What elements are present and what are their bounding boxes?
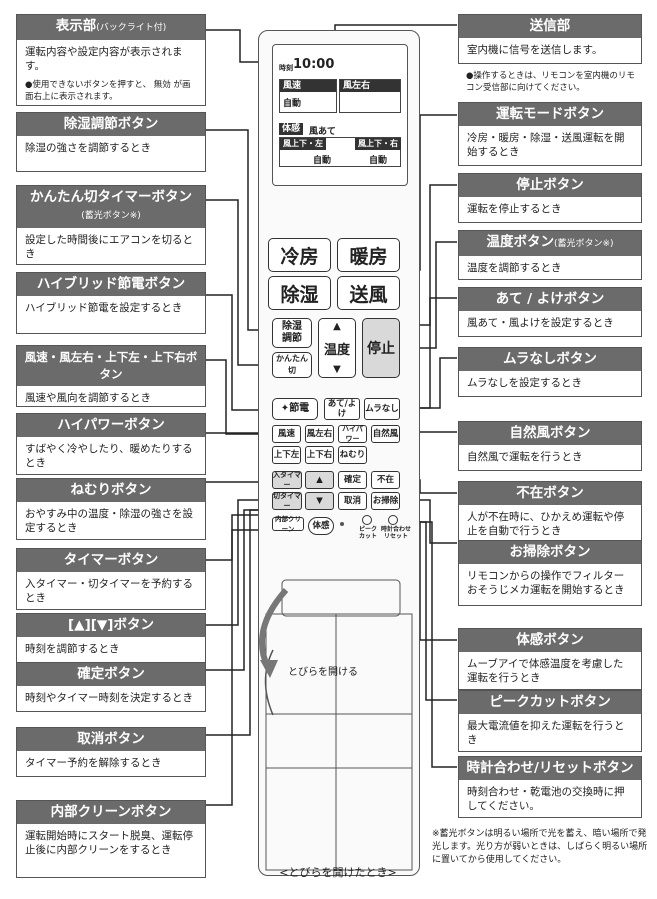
callout-clean: お掃除ボタン リモコンからの操作でフィルターおそうじメカ運転を開始するとき	[458, 540, 642, 606]
fan-button[interactable]: 送風	[337, 276, 400, 310]
footnote: ※蓄光ボタンは明るい場所で光を蓄え、暗い場所で発光します。光り方が弱いときは、し…	[432, 829, 648, 865]
lcd-auto-right: 自動	[369, 156, 388, 166]
lcd-kazeate: 風あて	[309, 127, 336, 137]
callout-transmitter: 送信部 室内機に信号を送信します。	[458, 14, 642, 64]
lcd-updown-right: 風上下・右	[355, 138, 401, 150]
lcd-fan-lr-box	[339, 79, 401, 113]
callout-display: 表示部(バックライト付) 運転内容や設定内容が表示されます。 ●使用できないボタ…	[16, 14, 206, 106]
lcd-time: 10:00	[293, 57, 335, 72]
sleep-button[interactable]: ねむり	[338, 446, 367, 464]
callout-ate: あて / よけボタン 風あて・風よけを設定するとき	[458, 287, 642, 337]
lcd-fan-lr: 風左右	[340, 80, 400, 92]
callout-cancel: 取消ボタン タイマー予約を解除するとき	[16, 727, 206, 777]
callout-peakcut: ピークカットボタン 最大電流値を抑えた運転を行うとき	[458, 690, 642, 752]
updown-right-button[interactable]: 上下右	[305, 446, 334, 464]
lcd-time-label: 時刻	[279, 64, 293, 72]
temp-up-icon[interactable]: ▲	[333, 321, 341, 332]
lcd-fan-speed: 風速	[280, 80, 336, 92]
callout-muranashi: ムラなしボタン ムラなしを設定するとき	[458, 347, 642, 397]
heat-button[interactable]: 暖房	[337, 238, 400, 272]
absent-button[interactable]: 不在	[371, 471, 400, 489]
lcd-fan-speed-value: 自動	[283, 99, 302, 109]
door-open-text: とびらを開ける	[288, 667, 358, 678]
cancel-button[interactable]: 取消	[338, 492, 367, 510]
lcd-taikan: 体感	[279, 123, 304, 135]
callout-timer: タイマーボタン 入タイマー・切タイマーを予約するとき	[16, 548, 206, 610]
callout-clock: 時計合わせ/リセットボタン 時刻合わせ・乾電池の交換時に押してください。	[458, 756, 642, 818]
callout-temp: 温度ボタン(蓄光ボタン※) 温度を調節するとき	[458, 230, 642, 280]
callout-wind: 風速・風左右・上下左・上下右ボタン 風速や風向を調節するとき	[16, 345, 206, 407]
easy-off-timer-button[interactable]: かんたん 切	[272, 352, 312, 378]
cool-button[interactable]: 冷房	[268, 238, 331, 272]
callout-easy-timer: かんたん切タイマーボタン(蓄光ボタン※) 設定した時間後にエアコンを切るとき	[16, 185, 206, 265]
up-button[interactable]: ▲	[305, 471, 334, 489]
callout-dehum: 除湿調節ボタン 除湿の強さを調節するとき	[16, 112, 206, 172]
dry-button[interactable]: 除湿	[268, 276, 331, 310]
callout-absent: 不在ボタン 人が不在時に、ひかえめ運転や停止を自動で行うとき	[458, 481, 642, 543]
callout-updown: [▲][▼]ボタン 時刻を調節するとき	[16, 613, 206, 663]
natural-wind-button[interactable]: 自然風	[371, 425, 400, 443]
confirm-button[interactable]: 確定	[338, 471, 367, 489]
dehum-adjust-button[interactable]: 除湿 調節	[272, 318, 312, 348]
callout-mode: 運転モードボタン 冷房・暖房・除湿・送風運転を開始するとき	[458, 102, 642, 166]
clean-button[interactable]: お掃除	[371, 492, 400, 510]
down-triangle-icon: ▼	[316, 496, 323, 506]
callout-highpower: ハイパワーボタン すばやく冷やしたり、暖めたりするとき	[16, 413, 206, 475]
fan-lr-button[interactable]: 風左右	[305, 425, 334, 443]
transmitter-note: ●操作するときは、リモコンを室内機のリモコン受信部に向けてください。	[466, 71, 635, 93]
callout-hybrid: ハイブリッド節電ボタン ハイブリッド節電を設定するとき	[16, 272, 206, 334]
peak-cut-label: ピーク カット	[358, 526, 377, 540]
stop-button[interactable]: 停止	[362, 318, 400, 378]
timer-on-button[interactable]: 入タイマー	[272, 471, 302, 489]
callout-inner-clean: 内部クリーンボタン 運転開始時にスタート脱臭、運転停止後に内部クリーンをするとき	[16, 800, 206, 878]
callout-natural: 自然風ボタン 自然風で運転を行うとき	[458, 421, 642, 471]
reset-label: 時計合わせ リセット	[380, 526, 411, 540]
lcd-updown-left: 風上下・左	[280, 138, 326, 150]
indicator-dot	[340, 522, 344, 526]
temp-down-icon[interactable]: ▼	[333, 364, 341, 375]
peak-cut-button[interactable]	[362, 515, 372, 525]
down-button[interactable]: ▼	[305, 492, 334, 510]
callout-stop: 停止ボタン 運転を停止するとき	[458, 173, 642, 223]
updown-left-button[interactable]: 上下左	[272, 446, 301, 464]
up-triangle-icon: ▲	[316, 475, 323, 485]
door-panel	[259, 579, 413, 871]
caption: <とびらを開けたとき>	[279, 866, 397, 879]
temp-label: 温度	[323, 342, 350, 358]
callout-taikan: 体感ボタン ムーブアイで体感温度を考慮した運転を行うとき	[458, 628, 642, 690]
taikan-button[interactable]: 体感	[308, 517, 334, 535]
lcd-display: 時刻 10:00 風速 自動 風左右 体感 風あて 風上下・左 風上下・右 自動…	[272, 44, 408, 186]
hybrid-icon: ✦	[280, 403, 290, 414]
callout-sleep: ねむりボタン おやすみ中の温度・除湿の強さを設定するとき	[16, 478, 206, 540]
fan-speed-button[interactable]: 風速	[272, 425, 301, 443]
lcd-updown-box	[279, 137, 401, 167]
lcd-auto-left: 自動	[313, 156, 332, 166]
temp-button[interactable]: ▲ 温度 ▼	[318, 318, 356, 378]
reset-button[interactable]	[388, 515, 398, 525]
callout-confirm: 確定ボタン 時刻やタイマー時刻を決定するとき	[16, 662, 206, 712]
hybrid-button[interactable]: ✦節電	[272, 398, 318, 420]
high-power-button[interactable]: ハイパワー	[338, 425, 367, 443]
mura-button[interactable]: ムラなし	[364, 398, 400, 420]
inner-clean-button[interactable]: 内部クリーン	[272, 515, 304, 533]
lcd-fan-speed-box	[279, 79, 337, 113]
ate-yoke-button[interactable]: あて/よけ	[324, 398, 360, 420]
timer-off-button[interactable]: 切タイマー	[272, 492, 302, 510]
